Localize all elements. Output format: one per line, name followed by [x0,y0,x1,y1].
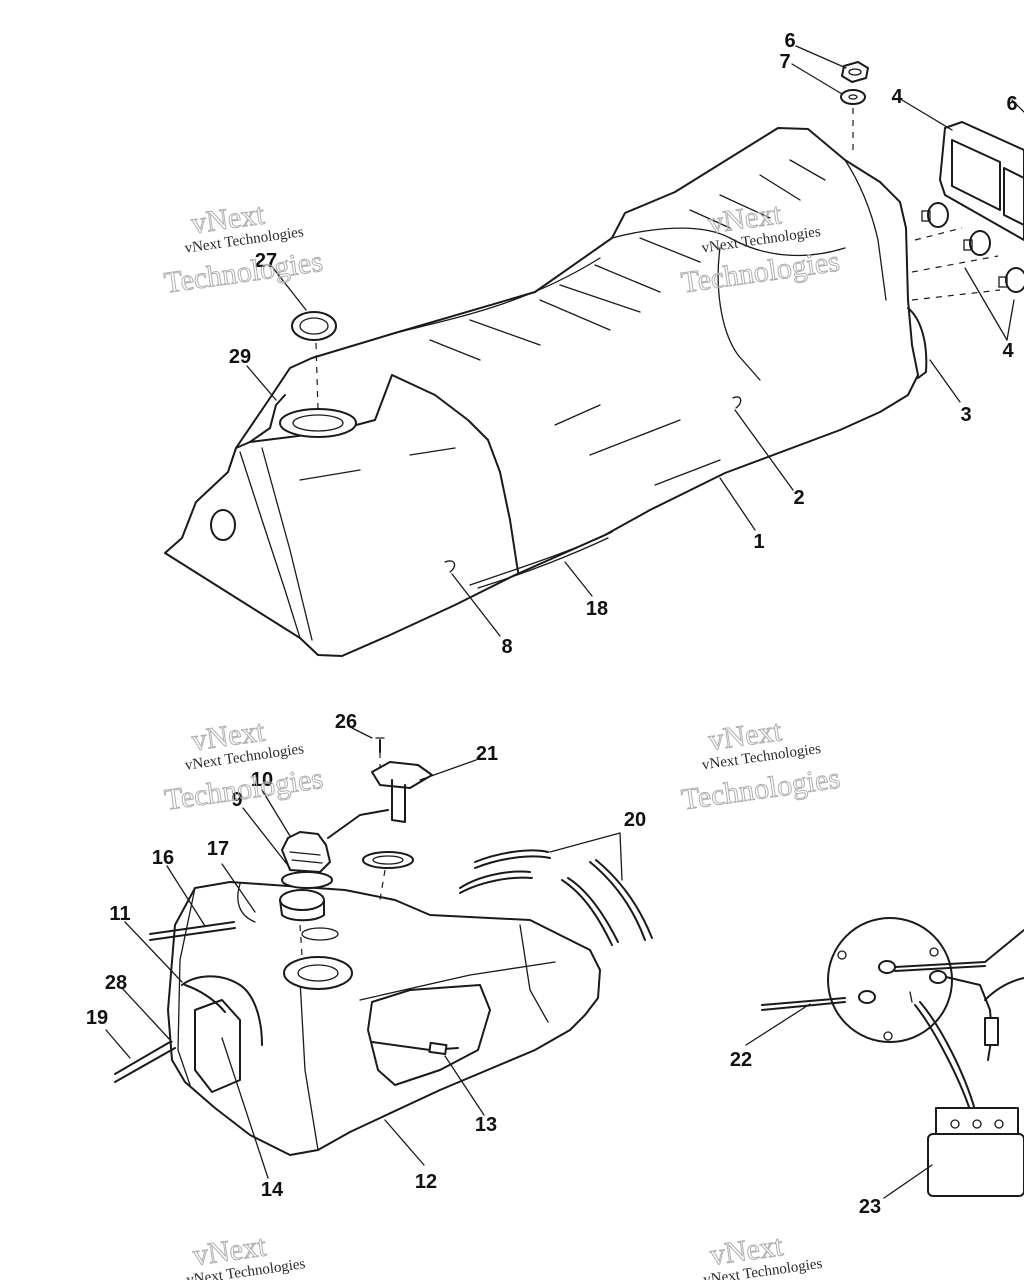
callout-25: 23 [859,1196,881,1218]
callout-18: 17 [207,838,229,860]
watermark-top-right: vNext Technologies vNext Technologies [679,197,843,300]
tail-light-bulbs [911,202,1024,301]
watermark-bottom-left: vNext vNext Technologies [185,1229,306,1280]
callout-17: 16 [152,847,174,869]
callout-8: 6 [784,30,795,52]
callout-26: 26 [335,711,357,733]
callout-15: 13 [475,1114,497,1136]
watermark-mid-right: vNext Technologies vNext Technologies [679,714,843,817]
callout-20: 19 [86,1007,108,1029]
callout-29: 29 [229,346,251,368]
seat-hood-assembly [164,127,928,657]
fuel-cap-and-neck [279,831,333,956]
callout-10: 8 [501,636,512,658]
fill-grommet [291,311,337,411]
callout-7: 6 [1006,93,1017,115]
callout-21: 20 [624,809,646,831]
tank-straps [459,849,653,946]
watermark-bottom-right: vNext vNext Technologies [702,1229,823,1280]
callout-1: 1 [753,531,764,553]
callout-19: 18 [586,598,608,620]
callout-11: 9 [231,789,242,811]
callout-14: 12 [415,1171,437,1193]
callout-3: 3 [960,404,971,426]
callout-4: 4 [1002,340,1014,362]
watermark-mid-left: vNext Technologies vNext Technologies [162,714,326,817]
leader-lines [105,45,1024,1199]
callout-9: 7 [779,51,790,73]
fuel-gauge-sender [327,737,433,901]
callout-28: 28 [105,972,127,994]
fuel-tank-assembly [114,881,601,1156]
callout-6: 4 [891,86,903,108]
callout-13: 11 [109,903,130,925]
callout-23: 22 [730,1049,752,1071]
fuel-gauge-wiring [761,917,1024,1197]
callout-27: 27 [255,250,277,272]
callout-12: 10 [251,769,273,791]
callout-2: 2 [793,487,804,509]
watermark-top-left: vNext Technologies vNext Technologies [162,197,326,300]
callout-22: 21 [476,743,498,765]
callout-16: 14 [261,1179,284,1201]
nut-and-washer [840,61,869,155]
callout-labels: 6 7 4 6 4 3 2 1 27 29 8 18 26 21 10 9 20… [86,30,1018,1218]
tail-light-lens [939,121,1024,241]
